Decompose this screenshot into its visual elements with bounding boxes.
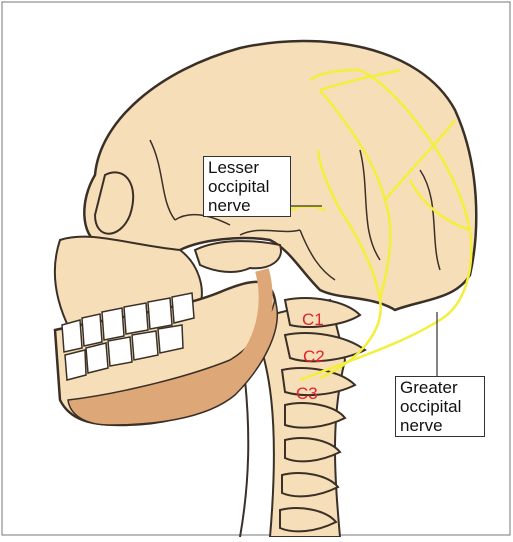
vertebra-label-c3: C3 bbox=[296, 384, 318, 404]
vertebra-label-c1: C1 bbox=[302, 310, 324, 330]
greater-occipital-nerve-label: Greater occipital nerve bbox=[395, 376, 485, 437]
zygomatic-arch bbox=[195, 241, 281, 272]
vertebra-label-c2: C2 bbox=[303, 347, 325, 367]
lesser-occipital-nerve-label: Lesser occipital nerve bbox=[203, 156, 291, 217]
